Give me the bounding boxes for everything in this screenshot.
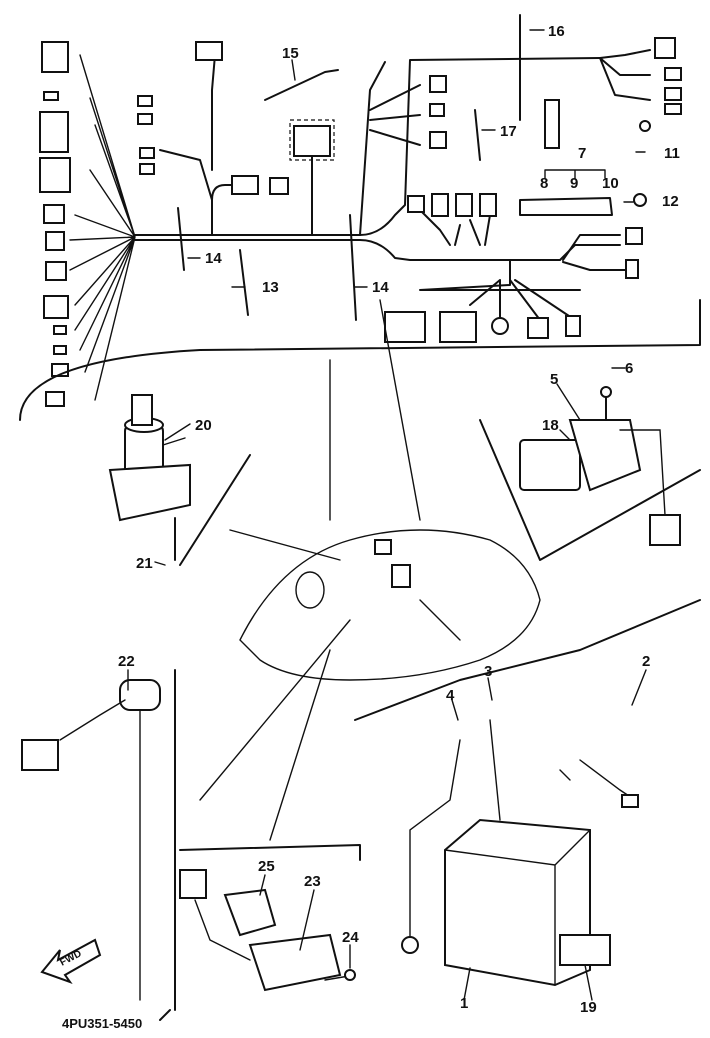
battery-assembly (401, 719, 639, 987)
callout-11: 11 (664, 145, 680, 162)
callout-14b: 14 (372, 279, 389, 296)
callout-22: 22 (118, 653, 135, 670)
callout-19: 19 (580, 999, 597, 1016)
forward-direction-badge: FWD (40, 938, 102, 985)
callout-3: 3 (484, 663, 492, 680)
callout-25: 25 (258, 858, 275, 875)
callout-10: 10 (602, 175, 619, 192)
callout-8: 8 (540, 175, 548, 192)
callout-14a: 14 (205, 250, 222, 267)
motorcycle-outline (199, 299, 541, 841)
callout-leaders (127, 29, 647, 1001)
callout-5: 5 (550, 371, 558, 388)
wire-harness (39, 14, 682, 407)
callout-23: 23 (304, 873, 321, 890)
callout-20: 20 (195, 417, 212, 434)
main-switch-assembly (108, 394, 191, 561)
callout-labels: 1 2 3 4 5 6 7 8 9 10 11 12 13 14 14 15 1… (118, 23, 680, 1016)
callout-16: 16 (548, 23, 565, 40)
callout-17: 17 (500, 123, 517, 140)
callout-1: 1 (460, 995, 468, 1012)
callout-21: 21 (136, 555, 153, 572)
callout-9: 9 (570, 175, 578, 192)
callout-4: 4 (446, 687, 455, 704)
starter-relay-assembly (519, 386, 681, 546)
callout-7: 7 (578, 145, 586, 162)
horn-assembly (21, 679, 161, 1001)
callout-24: 24 (342, 929, 359, 946)
callout-12: 12 (662, 193, 679, 210)
callout-15: 15 (282, 45, 299, 62)
neutral-switch-assembly (179, 869, 356, 992)
callout-2: 2 (642, 653, 650, 670)
callout-6: 6 (625, 360, 633, 377)
callout-18: 18 (542, 417, 559, 434)
callout-13: 13 (262, 279, 279, 296)
diagram-code: 4PU351-5450 (62, 1016, 142, 1031)
